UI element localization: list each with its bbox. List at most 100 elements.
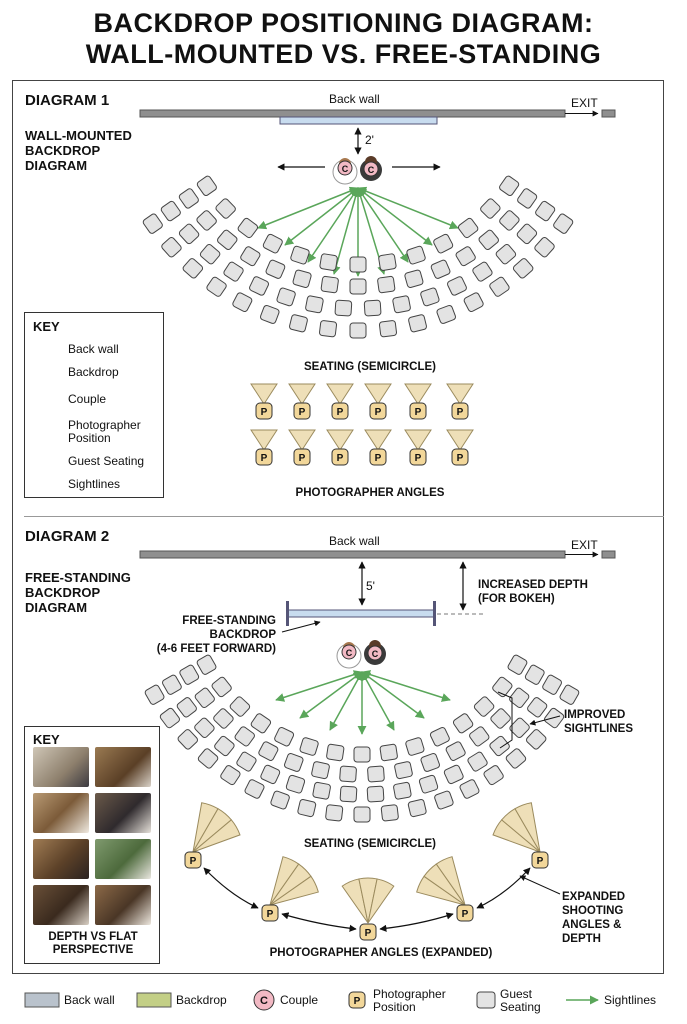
seat-shape: [406, 245, 426, 265]
seat-shape: [182, 258, 204, 279]
guest-seat: [512, 258, 534, 279]
guest-seat: [467, 751, 488, 772]
guest-seat: [367, 765, 385, 783]
guest-seat: [457, 217, 479, 239]
diagram2-seating-caption: SEATING (SEMICIRCLE): [303, 838, 437, 850]
guest-seat: [234, 726, 255, 747]
seat-shape: [452, 713, 474, 734]
key-guest-seating: Guest Seating: [68, 454, 145, 468]
backdrop-stand: [286, 601, 289, 626]
camera-fan: [192, 802, 241, 853]
seat-shape: [517, 188, 538, 209]
guest-seat: [463, 292, 484, 312]
seat-shape: [366, 785, 385, 803]
legend-couple-letter: C: [260, 995, 268, 1007]
seat-shape: [353, 806, 371, 823]
backdrop-note-line: (4-6 FEET FORWARD): [156, 643, 276, 655]
seat-shape: [299, 737, 319, 756]
seat-shape: [240, 246, 261, 267]
diagram1-subtitle-line: DIAGRAM: [25, 158, 88, 173]
guest-seat: [258, 741, 279, 761]
guest-seat: [349, 256, 367, 273]
photographer-letter: P: [261, 453, 268, 464]
photographer-marker: [255, 402, 273, 420]
seat-shape: [478, 229, 499, 250]
seat-shape: [196, 210, 217, 231]
seat-shape: [319, 320, 338, 338]
guest-seat: [436, 304, 457, 324]
photographer-marker: [409, 402, 427, 420]
guest-seat: [447, 276, 467, 296]
guest-seat: [509, 717, 530, 739]
seat-shape: [447, 276, 467, 296]
seat-shape: [319, 253, 338, 271]
seat-shape: [379, 743, 398, 762]
seat-shape: [320, 275, 339, 294]
legend-photographer-line: Position: [373, 1000, 416, 1014]
guest-seat: [305, 295, 324, 314]
photographer-letter: P: [375, 453, 382, 464]
guest-seat: [363, 299, 382, 317]
seat-shape: [509, 717, 530, 739]
camera-fan: [416, 856, 466, 906]
seat-shape: [527, 697, 548, 718]
diagram1-exit-label: EXIT: [571, 96, 598, 110]
guest-seat: [489, 735, 510, 757]
diagram1-key: KEY Back wall Backdrop Couple Photograph…: [24, 312, 164, 498]
diagram1-seating-caption: SEATING (SEMICIRCLE): [303, 361, 437, 373]
sightlines-bracket: [497, 691, 513, 749]
guest-seat: [214, 735, 235, 757]
legend-photographer-line: Photographer: [373, 987, 446, 1001]
guest-seat: [434, 790, 454, 810]
photo-thumbnail: [33, 793, 89, 833]
guest-seat: [353, 806, 371, 823]
diagram2-subtitle-line: BACKDROP: [25, 585, 101, 600]
guest-seat: [320, 275, 339, 294]
photographer-marker: [293, 402, 311, 420]
exit-door: [601, 109, 616, 118]
photographer-letter: P: [457, 453, 464, 464]
legend-backdrop-icon: [136, 992, 172, 1008]
seat-shape: [378, 320, 397, 338]
seat-shape: [524, 664, 545, 685]
seat-shape: [495, 244, 517, 265]
sightlines-note-line: IMPROVED: [564, 709, 626, 721]
guest-seat: [217, 229, 238, 250]
guest-seat: [527, 697, 548, 718]
legend-seat-icon: [476, 991, 496, 1009]
guest-seat: [240, 246, 261, 267]
back-wall: [139, 109, 566, 118]
guest-seat: [516, 223, 538, 245]
guest-seat: [215, 198, 236, 219]
guest-seat: [473, 696, 495, 717]
guest-seat: [178, 188, 199, 209]
sightline-arrow: [357, 186, 459, 230]
seat-shape: [234, 726, 255, 747]
seat-shape: [380, 804, 399, 822]
camera-cone: [364, 383, 392, 405]
camera-cone: [446, 383, 474, 405]
guest-seat: [490, 708, 511, 729]
camera-cone: [326, 429, 354, 451]
seat-shape: [259, 304, 280, 324]
guest-seat: [378, 320, 397, 338]
seat-shape: [467, 751, 488, 772]
seat-shape: [507, 654, 528, 675]
photographer-letter: P: [375, 407, 382, 418]
guest-seat: [339, 765, 357, 783]
back-wall: [139, 550, 566, 559]
seat-shape: [472, 261, 493, 282]
guest-seat: [196, 210, 217, 231]
guest-seat: [182, 258, 204, 279]
legend-photographer: Photographer Position: [373, 988, 446, 1014]
guest-seat: [274, 727, 295, 747]
guest-seat: [392, 295, 411, 314]
seat-shape: [249, 276, 269, 296]
angles-note-line: DEPTH: [562, 933, 601, 945]
seat-shape: [229, 696, 251, 717]
camera-fan: [341, 877, 395, 924]
seat-shape: [236, 751, 257, 772]
angle-arrow: [476, 867, 531, 909]
guest-seat: [196, 175, 217, 197]
guest-seat: [443, 764, 464, 785]
